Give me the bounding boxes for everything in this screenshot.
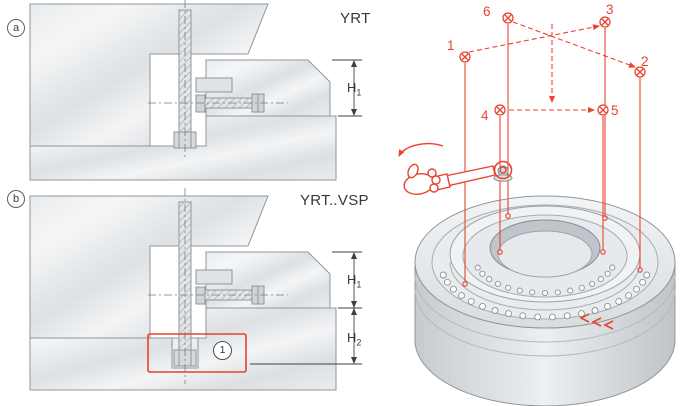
ring-seam-line (414, 275, 676, 343)
roller (563, 312, 571, 320)
roller (516, 287, 523, 294)
bore-inner (497, 230, 593, 278)
dim-sub: 2 (356, 337, 362, 348)
panel-a-drawing (29, 0, 362, 181)
wrench-head (493, 160, 513, 180)
roller (541, 289, 549, 297)
roller (597, 276, 604, 283)
centerlines (148, 188, 288, 384)
dimension-h1 (332, 59, 362, 117)
roller (554, 289, 561, 296)
axial-rollers-inner (474, 264, 616, 297)
wrench-head-center (499, 166, 507, 174)
sequence-number-1: 1 (447, 38, 455, 53)
roller (467, 297, 475, 305)
roller-cage (195, 269, 233, 285)
roller (534, 313, 542, 321)
roller (505, 284, 512, 291)
roller (479, 270, 486, 277)
dim-base: H (347, 272, 357, 287)
dim-sub: 1 (356, 87, 362, 98)
rotation-chevrons-icon (579, 313, 614, 330)
roller (529, 289, 536, 296)
cross-section-panels: a YRT H1 b YRT..VSP H1 H2 1 (7, 0, 371, 391)
centerlines (148, 0, 288, 160)
roller (591, 307, 599, 314)
roller (494, 280, 501, 287)
screw-icon-5 (597, 104, 609, 116)
wrench-handle (444, 165, 496, 187)
panel-a-badge: a (7, 19, 25, 37)
torque-wrench-hand-icon (398, 143, 513, 195)
panel-b-badge: b (7, 190, 25, 208)
sequence-number-2: 2 (641, 54, 649, 69)
dimension-h1 (332, 251, 362, 309)
roller (479, 302, 486, 310)
screw-icon-2 (634, 66, 646, 78)
roller (615, 297, 623, 305)
roller (578, 284, 585, 291)
roller (604, 302, 611, 310)
inner-ring-side (449, 261, 641, 311)
sequence-number-3: 3 (606, 2, 614, 17)
callout-highlight-box (147, 333, 247, 373)
roller (548, 313, 556, 321)
radial-screw-nut (195, 286, 206, 305)
panel-b-drawing (29, 188, 362, 391)
roller (443, 278, 451, 286)
screw-icon-1 (459, 51, 471, 63)
screw-icon-4 (494, 104, 506, 116)
ring-seam-line (414, 289, 676, 357)
screw-icon-6 (502, 12, 514, 24)
axial-rollers-outer (439, 271, 651, 321)
roller (589, 280, 596, 287)
roller (604, 270, 611, 277)
dim-sub: 1 (356, 279, 362, 290)
roller (458, 292, 465, 300)
sequence-number-5: 5 (611, 103, 619, 118)
hand-thumb (407, 163, 419, 179)
roller (505, 310, 512, 318)
dim-base: H (347, 330, 357, 345)
callout-1-bubble: 1 (213, 341, 232, 360)
roller (450, 285, 457, 293)
cross-tightening-pattern (468, 21, 636, 113)
panel-b-dim-h1-label: H1 (347, 272, 361, 290)
roller (643, 271, 651, 279)
roller (578, 310, 585, 318)
screw-icon-3 (599, 16, 611, 28)
roller (625, 292, 632, 300)
roller (567, 287, 574, 294)
dimension-h2 (250, 308, 362, 365)
roller (633, 285, 640, 293)
dim-base: H (347, 80, 357, 95)
panel-a-series-label: YRT (340, 10, 371, 27)
roller (474, 264, 481, 271)
panel-b-series-label: YRT..VSP (300, 192, 369, 209)
bolt-leader-lines (462, 24, 643, 287)
radial-screw-nut (195, 94, 206, 113)
bearing-3d-view: 1 2 3 4 5 6 (385, 0, 697, 406)
sequence-number-6: 6 (483, 4, 491, 19)
panel-a-dim-h1-label: H1 (347, 80, 361, 98)
roller (519, 312, 527, 320)
bearing-3d-drawing (398, 12, 676, 406)
roller (609, 264, 616, 271)
rotation-arrow-icon (398, 143, 444, 157)
hand-finger (427, 168, 437, 178)
roller (486, 276, 493, 283)
sequence-number-4: 4 (481, 108, 489, 123)
hand-finger (431, 175, 441, 185)
roller (491, 307, 499, 314)
roller (639, 278, 647, 286)
panel-b-dim-h2-label: H2 (347, 330, 361, 348)
roller-cage (195, 77, 233, 93)
screw-position-icons (459, 12, 646, 116)
roller (439, 271, 447, 279)
hand-finger (429, 183, 439, 193)
